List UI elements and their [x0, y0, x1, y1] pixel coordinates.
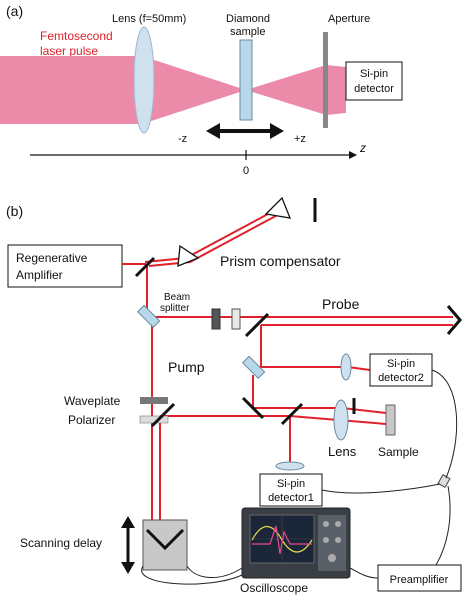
detector1-label-line1: Si-pin	[277, 478, 305, 490]
diverging-pulse-beam	[246, 65, 346, 115]
polarizer-label: Polarizer	[68, 413, 115, 427]
probe-retroreflector	[446, 305, 462, 335]
pulse-label-line2: laser pulse	[40, 44, 98, 58]
focusing-lens	[133, 26, 155, 134]
lens-b-label: Lens	[328, 444, 357, 459]
panel-b: (b) Regenerative Amplifier	[6, 196, 462, 595]
scan-arrow-right-head	[270, 123, 284, 139]
delay-retroreflector	[145, 528, 185, 551]
oscilloscope	[241, 507, 351, 579]
lens-detector1	[275, 461, 305, 471]
sample-label-line2: sample	[230, 26, 265, 38]
si-pin-detector-a	[345, 61, 403, 101]
beam-splitter-label-line2: splitter	[160, 303, 190, 314]
cable-detector1	[321, 483, 441, 494]
regenerative-amplifier	[7, 244, 123, 288]
beam-pump-across	[160, 415, 387, 425]
lens-label: Lens (f=50mm)	[112, 13, 186, 25]
cable-scope-to-delay	[186, 565, 243, 579]
si-pin-detector1	[259, 473, 323, 507]
mirror-pump-pickoff	[280, 402, 304, 426]
cable-preamp-to-scope	[349, 567, 379, 579]
panel-a: (a) Femtosecond laser pulse Lens (f=50mm…	[0, 3, 403, 177]
sample	[385, 404, 396, 436]
preamplifier	[377, 564, 462, 592]
oscilloscope-label: Oscilloscope	[240, 581, 308, 595]
scanning-delay-label: Scanning delay	[20, 536, 102, 550]
delay-arrow-down	[121, 562, 135, 574]
reference-splitter	[241, 355, 266, 380]
waveplate	[140, 397, 168, 404]
mirror-pump	[150, 402, 176, 428]
pump-label: Pump	[168, 359, 205, 375]
minus-z-label: -z	[178, 133, 187, 145]
probe-label: Probe	[322, 296, 360, 312]
oscilloscope-knob-1	[323, 521, 329, 527]
detector2-label-line2: detector2	[378, 372, 424, 384]
signal-cables	[141, 369, 458, 585]
waveplate-label: Waveplate	[64, 394, 121, 408]
scanning-delay-stage	[142, 519, 188, 571]
mirror-probe-return	[244, 312, 270, 338]
prism-compensator-label: Prism compensator	[220, 253, 341, 269]
probe-filter-light	[231, 308, 241, 330]
plus-z-label: +z	[294, 133, 306, 145]
oscilloscope-knob-5	[328, 554, 336, 562]
mirror-probe-lower	[241, 396, 265, 420]
aperture-label: Aperture	[328, 13, 370, 25]
z-axis-zero-label: 0	[243, 165, 249, 177]
detector-a-label-line1: Si-pin	[360, 68, 388, 80]
oscilloscope-knob-4	[335, 537, 341, 543]
prism-1	[177, 244, 200, 268]
diamond-sample	[239, 39, 253, 121]
beam-splitter	[136, 304, 161, 329]
incoming-pulse-beam	[0, 56, 246, 124]
oscilloscope-panel	[318, 515, 346, 571]
detector1-label-line2: detector1	[268, 492, 314, 504]
cable-connector-to-preamp	[435, 485, 451, 566]
scan-arrow-left-head	[206, 123, 220, 139]
amplifier-label-line2: Amplifier	[16, 268, 63, 282]
beam-splitter-label-line1: Beam	[164, 292, 190, 303]
laser-beam-paths	[122, 206, 453, 540]
oscilloscope-knob-2	[335, 521, 341, 527]
pulse-label-line1: Femtosecond	[40, 29, 113, 43]
cable-connector	[437, 473, 451, 489]
z-axis-label: z	[359, 141, 366, 155]
cable-delay-loop	[141, 565, 243, 585]
panel-a-label: (a)	[6, 3, 23, 19]
cable-detector2	[431, 369, 458, 479]
delay-arrow-up	[121, 516, 135, 528]
prism-2	[264, 196, 292, 219]
preamplifier-label: Preamplifier	[390, 574, 449, 586]
oscilloscope-knob-3	[323, 537, 329, 543]
sample-label-line1: Diamond	[226, 13, 270, 25]
oscilloscope-trace-pink	[252, 525, 312, 555]
lens-detector2	[340, 353, 352, 381]
beam-to-prism-2	[148, 210, 286, 267]
focusing-lens-b	[333, 399, 349, 441]
probe-filter-dark	[211, 308, 221, 330]
aperture	[323, 32, 328, 128]
mirror-amplifier-out	[134, 256, 156, 278]
panel-b-label: (b)	[6, 203, 23, 219]
beam-to-detector2	[253, 366, 371, 371]
sample-label: Sample	[378, 445, 419, 459]
amplifier-label-line1: Regenerative	[16, 251, 88, 265]
beam-probe-to-sample	[253, 407, 387, 414]
detector2-label-line1: Si-pin	[387, 358, 415, 370]
detector-a-label-line2: detector	[354, 83, 394, 95]
